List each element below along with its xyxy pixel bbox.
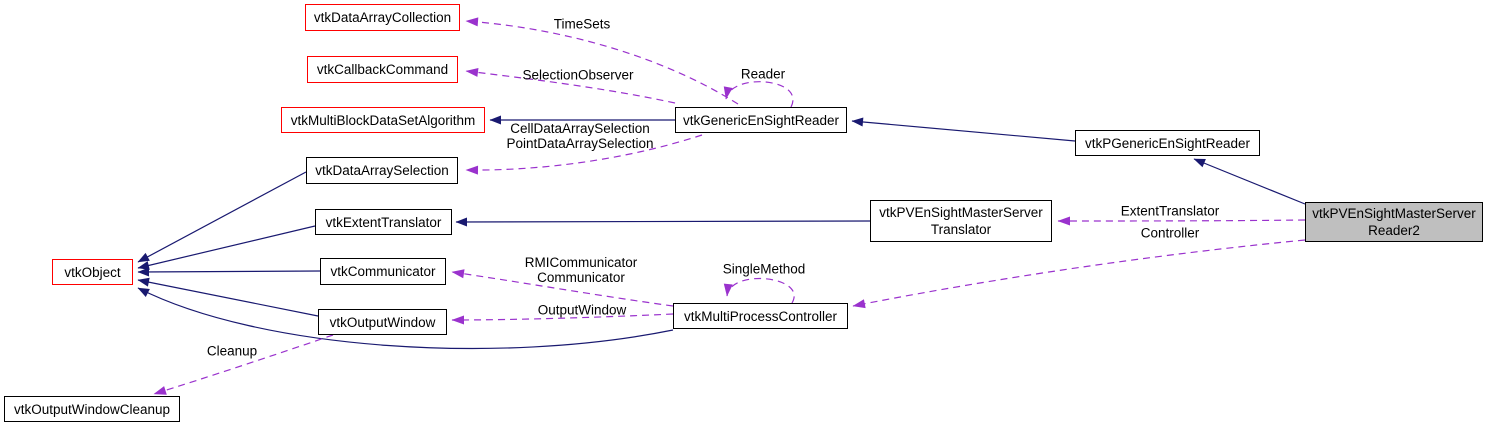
node-vtkGenericEnSightReader[interactable]: vtkGenericEnSightReader [675,107,847,133]
edge-label-line: TimeSets [553,16,611,32]
node-vtkCommunicator[interactable]: vtkCommunicator [320,258,446,285]
edge-label-ExtentTranslator: ExtentTranslator [1121,204,1220,219]
node-label-line: vtkMultiProcessController [683,308,838,324]
edge-vtkMultiProcessController-to-vtkMultiProcessController [723,277,795,304]
node-label-line: vtkMultiBlockDataSetAlgorithm [290,112,476,128]
node-label-line: vtkGenericEnSightReader [682,112,840,128]
node-label-line: vtkObject [64,264,121,280]
edge-label-line: SingleMethod [722,261,806,277]
edge-label-TimeSets: TimeSets [554,17,611,32]
node-vtkObject[interactable]: vtkObject [52,259,133,285]
edge-label-OutputWindow: OutputWindow [538,303,627,318]
edge-label-line: RMICommunicator [524,255,638,270]
node-vtkExtentTranslator[interactable]: vtkExtentTranslator [315,209,452,235]
edge-vtkOutputWindow-to-vtkObject [137,277,319,317]
node-vtkMultiProcessController[interactable]: vtkMultiProcessController [673,303,848,329]
edge-label-line: Controller [1140,225,1200,241]
node-vtkDataArraySelection[interactable]: vtkDataArraySelection [306,157,458,184]
edge-vtkMultiProcessController-to-vtkOutputWindow [451,313,674,325]
node-label-line: Translator [930,222,992,237]
edge-vtkPVEnSightMasterServerTranslator-to-vtkExtentTranslator [455,217,871,227]
edge-label-line: PointDataArraySelection [506,136,654,151]
edge-vtkGenericEnSightReader-to-vtkDataArraySelection [465,134,703,175]
edge-vtkExtentTranslator-to-vtkObject [137,225,316,270]
edge-vtkDataArraySelection-to-vtkObject [137,171,307,263]
node-vtkCallbackCommand[interactable]: vtkCallbackCommand [307,56,458,83]
edge-vtkOutputWindow-to-vtkOutputWindowCleanup [153,334,334,395]
node-label-line: vtkOutputWindow [329,314,436,330]
edge-vtkGenericEnSightReader-to-vtkGenericEnSightReader [723,81,794,108]
edge-vtkPVEnSightMasterServerReader2-to-vtkPGenericEnSightReader [1193,158,1306,205]
edge-label-line: SelectionObserver [522,67,634,83]
edge-vtkGenericEnSightReader-to-vtkCallbackCommand [465,67,676,104]
edge-label-Cleanup: Cleanup [207,344,257,359]
edge-label-line: Communicator [537,270,625,285]
edge-vtkPVEnSightMasterServerReader2-to-vtkMultiProcessController [852,239,1306,309]
node-label-line: vtkExtentTranslator [325,214,442,230]
node-label-line: vtkPVEnSightMasterServer [1312,206,1476,221]
node-label-line: vtkDataArrayCollection [313,10,452,25]
edge-vtkGenericEnSightReader-to-vtkDataArrayCollection [465,17,739,105]
edge-vtkPGenericEnSightReader-to-vtkGenericEnSightReader [851,117,1076,142]
node-label-line: vtkCommunicator [330,264,436,279]
edge-label-line: CellDataArraySelection [510,121,650,136]
node-label-line: vtkPVEnSightMasterServer [879,205,1043,220]
node-label-line: vtkDataArraySelection [315,163,449,178]
node-label-line: vtkCallbackCommand [316,62,449,77]
node-label-line: Reader2 [1368,223,1420,238]
edge-vtkPVEnSightMasterServerReader2-to-vtkPVEnSightMasterServerTranslator [1057,216,1306,226]
edge-label-line: Reader [740,66,786,82]
node-vtkMultiBlockDataSetAlgorithm[interactable]: vtkMultiBlockDataSetAlgorithm [281,107,485,133]
edge-label-line: OutputWindow [537,302,627,318]
edge-vtkMultiProcessController-to-vtkCommunicator [451,269,674,307]
node-vtkPGenericEnSightReader[interactable]: vtkPGenericEnSightReader [1075,130,1260,156]
edge-label-Reader: Reader [741,67,785,82]
node-vtkDataArrayCollection[interactable]: vtkDataArrayCollection [305,4,460,31]
edge-vtkMultiProcessController-to-vtkObject [137,287,674,350]
edge-label-SelectionObserver: SelectionObserver [522,68,633,83]
edge-vtkCommunicator-to-vtkObject [137,267,321,277]
edge-label-Controller: Controller [1141,226,1200,241]
edge-label-line: ExtentTranslator [1120,203,1220,219]
node-vtkOutputWindowCleanup[interactable]: vtkOutputWindowCleanup [4,396,180,422]
edge-label-SingleMethod: SingleMethod [723,262,806,277]
node-label-line: vtkPGenericEnSightReader [1084,135,1251,151]
edge-label-line: Cleanup [206,343,258,359]
node-label-line: vtkOutputWindowCleanup [13,401,171,417]
node-vtkOutputWindow[interactable]: vtkOutputWindow [318,309,447,335]
